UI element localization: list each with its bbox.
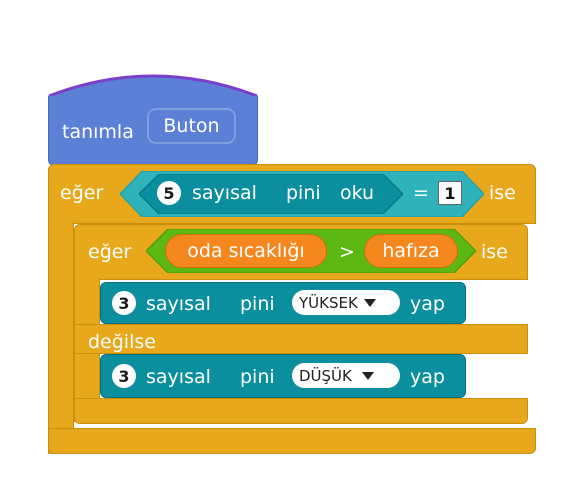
define-name-field[interactable]: Buton <box>147 108 236 144</box>
read-text-sayisal: sayısal <box>192 182 257 204</box>
digital-read-block[interactable] <box>139 174 403 214</box>
equals-operator: = <box>413 182 429 204</box>
if-outer-label: eğer <box>60 182 104 204</box>
chevron-down-icon <box>361 371 374 380</box>
write-low-text-sayisal: sayısal <box>146 366 211 388</box>
write-high-text-pini: pini <box>240 293 275 315</box>
chevron-down-icon <box>363 298 376 307</box>
if-outer-column <box>48 222 74 454</box>
if-inner-bottom <box>74 398 528 424</box>
write-low-action: yap <box>410 366 445 388</box>
state-high-value: YÜKSEK <box>299 293 358 312</box>
digital-write-high-block[interactable] <box>100 282 466 324</box>
write-high-pin-number[interactable]: 3 <box>112 291 136 315</box>
write-low-pin-number[interactable]: 3 <box>112 364 136 388</box>
variable-oda-sicakligi[interactable]: oda sıcaklığı <box>165 234 327 268</box>
if-inner-then-label: ise <box>481 241 508 263</box>
read-text-oku: oku <box>340 182 375 204</box>
if-outer-bottom <box>48 428 536 454</box>
else-label: değilse <box>88 331 156 353</box>
write-high-text-sayisal: sayısal <box>146 293 211 315</box>
write-low-text-pini: pini <box>240 366 275 388</box>
define-label: tanımla <box>62 121 134 143</box>
state-low-value: DÜŞÜK <box>299 366 352 385</box>
read-text-pini: pini <box>286 182 321 204</box>
variable-hafiza[interactable]: hafıza <box>364 234 458 268</box>
greater-than-operator: > <box>339 241 355 263</box>
read-pin-number[interactable]: 5 <box>157 181 181 205</box>
digital-write-low-block[interactable] <box>100 354 466 398</box>
state-dropdown-low[interactable]: DÜŞÜK <box>292 363 400 388</box>
compare-value-field[interactable]: 1 <box>438 181 462 205</box>
write-high-action: yap <box>410 293 445 315</box>
else-bar <box>74 324 528 354</box>
if-inner-label: eğer <box>88 241 132 263</box>
if-outer-then-label: ise <box>489 182 516 204</box>
state-dropdown-high[interactable]: YÜKSEK <box>292 290 400 315</box>
